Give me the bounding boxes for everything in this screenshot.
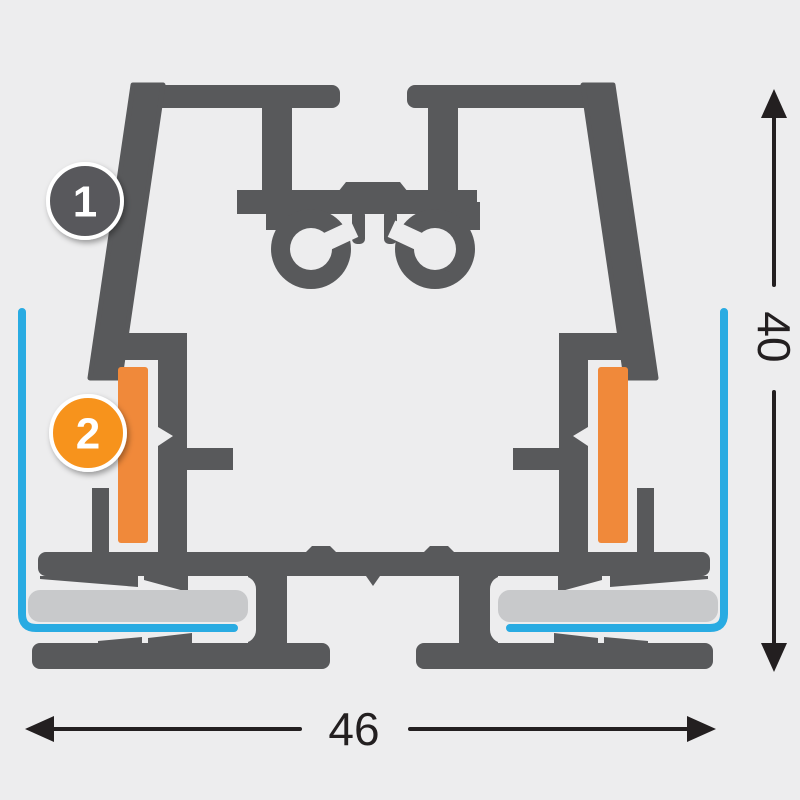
bed-bump-right: [424, 546, 454, 552]
top-flange-right: [407, 85, 613, 108]
height-dimension: 40: [748, 89, 800, 672]
web-bump: [338, 182, 408, 192]
setting-seals: [28, 590, 718, 622]
arrow-up-icon: [761, 89, 787, 118]
seal-left: [28, 590, 248, 622]
mid-shelf-left: [183, 448, 233, 470]
support-stub-right: [637, 488, 654, 554]
grip-tooth-upper-right-a: [610, 576, 708, 587]
callout-badge-2: [49, 394, 127, 472]
seal-right: [498, 590, 718, 622]
screw-boss-slot-right: [387, 220, 439, 258]
width-dimension-label: 46: [328, 703, 379, 755]
grip-tooth-upper-left-a: [40, 576, 138, 587]
grip-tooth-lower-right-b: [554, 633, 598, 643]
base-bar-right: [416, 643, 713, 669]
gasket-left: [118, 367, 148, 543]
grip-tooth-lower-left-a: [98, 637, 142, 643]
snap-notch-left: [158, 427, 173, 446]
gasket-right: [598, 367, 628, 543]
support-stub-left: [92, 488, 109, 554]
height-dimension-label: 40: [748, 311, 800, 362]
top-flange-left: [133, 85, 340, 108]
glazing-gaskets: [118, 367, 628, 543]
bead-wall-left: [158, 348, 187, 554]
glass-pane-right: [506, 308, 728, 632]
callout-badge-1-label: 1: [73, 178, 97, 227]
screw-boss-slot-left: [307, 220, 359, 258]
callout-badges: 1 2: [46, 162, 127, 472]
mid-shelf-right: [513, 448, 563, 470]
snap-notch-right: [573, 427, 588, 446]
glazing-bed-bar: [38, 552, 710, 576]
arrow-down-icon: [761, 643, 787, 672]
grip-tooth-lower-right-a: [604, 637, 648, 643]
base-bar-left: [32, 643, 330, 669]
glass-pane-left: [18, 308, 238, 632]
bead-wall-right: [559, 348, 588, 554]
bed-bump-left: [306, 546, 336, 552]
grip-tooth-upper-right-b: [558, 576, 602, 592]
callout-badge-1: [46, 162, 124, 240]
glass-panes: [18, 308, 728, 632]
web-leg-right: [428, 108, 458, 192]
width-dimension: 46: [25, 703, 716, 755]
drip-tooth: [366, 576, 380, 586]
web-leg-left: [262, 108, 292, 192]
grip-tooth-lower-left-b: [148, 633, 192, 643]
arrow-left-icon: [25, 716, 54, 742]
callout-badge-2-label: 2: [76, 410, 100, 459]
outer-wall-right: [580, 82, 659, 381]
aluminium-profile-shape: [32, 82, 713, 669]
arrow-right-icon: [687, 716, 716, 742]
grip-tooth-upper-left-b: [144, 576, 188, 592]
